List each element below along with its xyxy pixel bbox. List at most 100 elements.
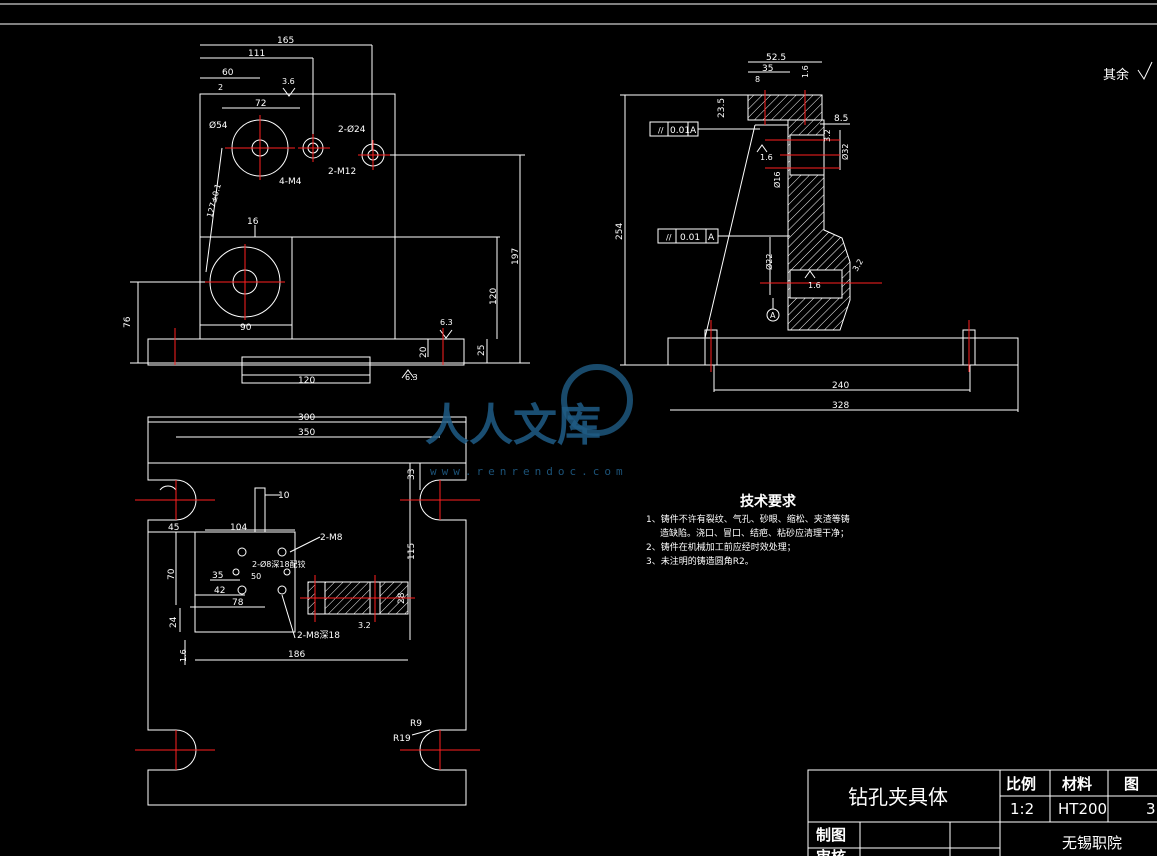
parallelism-1-datum: A <box>690 126 697 136</box>
dim-2-m8: 2-M8 <box>320 533 343 543</box>
roughness-1-6-top: 1.6 <box>801 65 810 78</box>
dim-2-m8-deep: 2-M8深18 <box>297 630 340 641</box>
dim-90: 90 <box>240 323 252 333</box>
title-block <box>807 769 1157 856</box>
dim-78: 78 <box>232 598 244 608</box>
dim-76: 76 <box>123 316 133 328</box>
dim-r19: R19 <box>393 734 411 744</box>
dim-328: 328 <box>832 401 849 411</box>
parallelism-1-symbol: // <box>658 126 664 135</box>
material-value: HT200 <box>1058 800 1107 818</box>
dim-52-5: 52.5 <box>766 53 786 63</box>
part-name: 钻孔夹具体 <box>848 785 948 809</box>
dim-35-side: 35 <box>762 64 773 74</box>
dim-60: 60 <box>222 68 234 78</box>
dim-16: 16 <box>247 217 259 227</box>
dim-2-m12: 2-M12 <box>328 167 356 177</box>
roughness-1-6-a: 1.6 <box>760 153 773 162</box>
top-view <box>147 416 467 806</box>
roughness-3-2-a: 3.2 <box>823 129 832 142</box>
dim-350: 350 <box>298 428 315 438</box>
dim-8: 8 <box>755 75 760 84</box>
roughness-3-2-top: 3.2 <box>358 621 371 630</box>
dim-104: 104 <box>230 523 247 533</box>
roughness-3-6: 3.6 <box>282 77 295 86</box>
title-block-text: 钻孔夹具体 比例 1:2 材料 HT200 图 3 制图 审核 无锡职院 <box>816 775 1156 856</box>
datum-a: A <box>770 311 776 320</box>
dim-115: 115 <box>407 543 417 560</box>
parallelism-2-datum: A <box>708 233 715 243</box>
technical-requirements: 技术要求 1、铸件不许有裂纹、气孔、砂眼、缩松、夹渣等铸 造缺陷。浇口、冒口、结… <box>646 493 850 567</box>
dim-25: 25 <box>477 345 487 356</box>
dim-dia32: Ø32 <box>840 144 850 160</box>
roughness-1-6-b: 1.6 <box>808 281 821 290</box>
side-view-labels: 52.5 35 8 1.6 23.5 8.5 0.01 A // 3.2 Ø32… <box>615 53 865 411</box>
parallelism-2-value: 0.01 <box>680 233 700 243</box>
drawing-no-value: 3 <box>1146 800 1156 818</box>
dim-254: 254 <box>615 223 625 240</box>
parallelism-1-value: 0.01 <box>670 126 690 136</box>
tech-req-line-1b: 造缺陷。浇口、冒口、结疤、粘砂应清理干净； <box>660 527 849 539</box>
dim-50: 50 <box>251 572 261 581</box>
top-view-labels: 300 350 33 10 45 104 2-M8 115 70 2-Ø8深18… <box>167 413 422 744</box>
front-view-labels: 165 111 60 72 2 3.6 Ø54 2-Ø24 2-M12 4-M4… <box>123 36 521 386</box>
drawing-no-label: 图 <box>1124 775 1139 793</box>
watermark-text: 人人文库 <box>425 400 601 451</box>
dim-165: 165 <box>277 36 294 46</box>
dim-2: 2 <box>218 83 223 92</box>
tech-req-line-2: 2、铸件在机械加工前应经时效处理； <box>646 541 796 553</box>
dim-70: 70 <box>167 568 177 580</box>
dim-8-5: 8.5 <box>834 114 848 124</box>
dim-197: 197 <box>511 248 521 265</box>
side-view-centerlines <box>710 90 970 372</box>
material-label: 材料 <box>1062 775 1092 793</box>
dim-120-base: 120 <box>298 376 315 386</box>
dim-24: 24 <box>169 616 179 628</box>
roughness-6-3-a: 6.3 <box>440 318 453 327</box>
dim-2-d8: 2-Ø8深18配铰 <box>252 559 306 569</box>
roughness-3-2-b: 3.2 <box>851 257 865 273</box>
watermark: 人人文库 www.renrendoc.com <box>425 364 633 478</box>
dim-28: 28 <box>397 592 407 604</box>
parallelism-2-symbol: // <box>666 233 672 242</box>
dim-4-m4: 4-M4 <box>279 177 302 187</box>
dim-33: 33 <box>407 469 417 480</box>
dim-dia16: Ø16 <box>772 172 782 188</box>
dim-45: 45 <box>168 523 179 533</box>
dim-72: 72 <box>255 99 266 109</box>
dim-120-vert: 120 <box>489 288 499 305</box>
roughness-note: 其余 <box>1103 61 1153 83</box>
tech-req-line-1: 1、铸件不许有裂纹、气孔、砂眼、缩松、夹渣等铸 <box>646 513 850 525</box>
dim-dia22: Ø22 <box>764 254 774 270</box>
watermark-url: www.renrendoc.com <box>430 465 628 478</box>
tech-req-title: 技术要求 <box>740 493 797 510</box>
dim-186: 186 <box>288 650 305 660</box>
checked-label: 审核 <box>816 848 846 856</box>
scale-value: 1:2 <box>1010 800 1034 818</box>
dim-111: 111 <box>248 49 265 59</box>
other-surfaces-note: 其余 <box>1103 67 1129 83</box>
drawn-by-label: 制图 <box>816 826 846 844</box>
tech-req-line-3: 3、未注明的铸造圆角R2。 <box>646 555 754 567</box>
dim-20: 20 <box>419 346 429 358</box>
dim-42: 42 <box>214 586 225 596</box>
scale-label: 比例 <box>1006 775 1036 793</box>
dim-dia54: Ø54 <box>209 120 228 131</box>
drawing-frame <box>0 3 1157 25</box>
roughness-6-3-b: 6.3 <box>405 373 418 382</box>
roughness-1-6-top: 1.6 <box>179 649 188 662</box>
front-view-centerlines <box>174 115 444 365</box>
school-name: 无锡职院 <box>1062 834 1122 852</box>
dim-300: 300 <box>298 413 315 423</box>
dim-240: 240 <box>832 381 849 391</box>
dim-10: 10 <box>278 491 290 501</box>
top-view-centerlines <box>135 480 480 770</box>
dim-23-5: 23.5 <box>717 98 727 118</box>
dim-2-d24: 2-Ø24 <box>338 124 366 135</box>
side-view <box>620 61 1019 412</box>
dim-127: 127±0.1 <box>205 183 223 219</box>
dim-r9: R9 <box>410 719 422 729</box>
front-view <box>130 44 530 384</box>
